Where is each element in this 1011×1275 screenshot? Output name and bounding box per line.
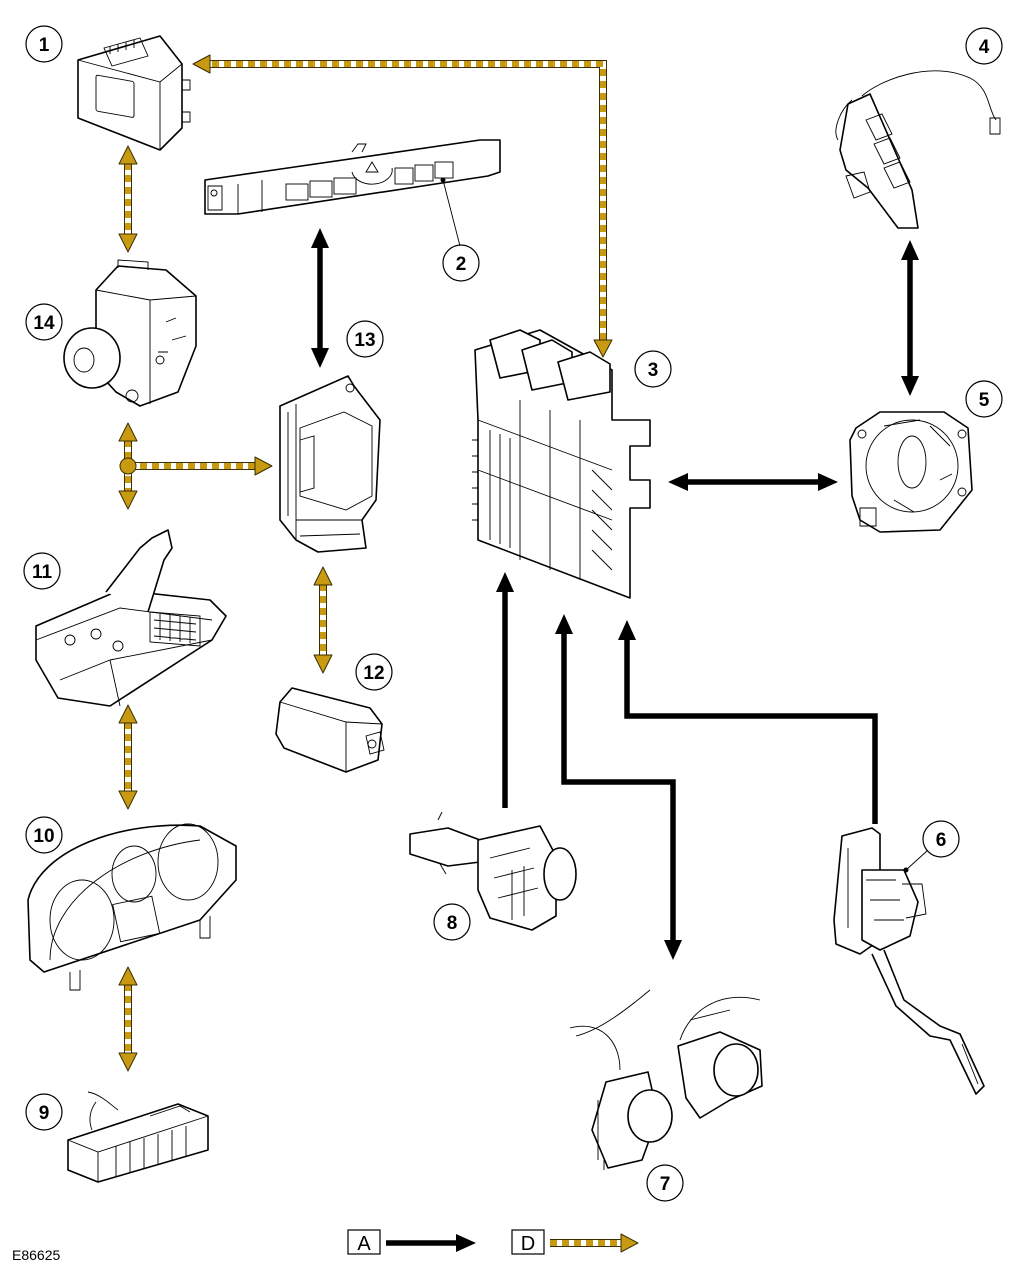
connection-3-5 xyxy=(668,473,838,491)
callout-12: 12 xyxy=(355,653,393,691)
callout-label: 10 xyxy=(33,826,54,847)
connection-4-5 xyxy=(901,240,919,396)
connection-10-9 xyxy=(118,966,138,1072)
component-6-accelerator-pedal[interactable] xyxy=(833,827,985,1095)
legend-key: A xyxy=(357,1233,371,1255)
callout-label: 2 xyxy=(456,254,467,275)
connection-1-14 xyxy=(118,145,138,253)
arrowhead xyxy=(311,348,329,368)
callout-label: 13 xyxy=(354,330,375,351)
component-5-clockspring[interactable] xyxy=(849,411,973,533)
callout-7: 7 xyxy=(646,1164,684,1202)
callout-3: 3 xyxy=(634,350,672,388)
arrowhead xyxy=(664,940,682,960)
callouts: 1 2 3 4 5 6 7 8 9 10 11 12 13 14 xyxy=(23,25,1003,1202)
arrowhead xyxy=(618,620,636,640)
component-1-control-module[interactable] xyxy=(77,35,191,151)
arrowhead xyxy=(254,456,273,476)
arrowhead xyxy=(668,473,688,491)
component-4-steering-switch[interactable] xyxy=(835,70,1001,229)
arrowhead xyxy=(313,654,333,674)
connection-3-to-7 xyxy=(555,614,682,960)
legend-key: D xyxy=(521,1233,535,1255)
connection-3-to-1 xyxy=(192,54,613,358)
component-13-restraints-module[interactable] xyxy=(279,375,381,553)
callout-label: 11 xyxy=(32,562,53,583)
callout-1: 1 xyxy=(25,25,63,63)
connection-2-13 xyxy=(311,228,329,368)
callout-label: 6 xyxy=(936,830,947,851)
callout-label: 12 xyxy=(363,663,384,684)
callout-label: 3 xyxy=(648,360,659,381)
arrowhead xyxy=(620,1233,639,1253)
connection-8-to-3 xyxy=(496,572,514,808)
component-12-sensor-module[interactable] xyxy=(275,687,385,773)
component-14-abs-module[interactable] xyxy=(63,259,197,407)
callout-label: 5 xyxy=(979,390,990,411)
component-9-diagnostic-connector[interactable] xyxy=(67,1091,209,1183)
arrowhead xyxy=(496,572,514,592)
callout-label: 14 xyxy=(33,313,55,334)
arrowhead xyxy=(118,704,138,724)
bus-d-connections xyxy=(118,54,613,1072)
connection-11-10 xyxy=(118,704,138,810)
callout-10: 10 xyxy=(25,816,63,854)
bus-a-connections xyxy=(311,228,919,960)
callout-label: 1 xyxy=(39,35,50,56)
arrowhead xyxy=(192,54,211,74)
figure-id: E86625 xyxy=(12,1247,60,1263)
connection-6-to-3 xyxy=(618,620,878,824)
callout-5: 5 xyxy=(965,380,1003,418)
legend-item-d: D xyxy=(511,1229,639,1255)
arrowhead xyxy=(311,228,329,248)
callout-6: 6 xyxy=(922,820,960,858)
component-7-throttle-bodies[interactable] xyxy=(569,989,763,1170)
callout-14: 14 xyxy=(25,303,63,341)
callout-13: 13 xyxy=(346,320,384,358)
arrowhead xyxy=(118,1052,138,1072)
callout-8: 8 xyxy=(433,903,471,941)
legend: A D xyxy=(347,1229,639,1255)
arrowhead xyxy=(118,790,138,810)
arrowhead xyxy=(313,566,333,586)
callout-9: 9 xyxy=(25,1093,63,1131)
callout-label: 8 xyxy=(447,913,458,934)
component-2-switch-pack[interactable] xyxy=(204,139,501,247)
arrowhead xyxy=(818,473,838,491)
arrowhead xyxy=(118,490,138,510)
junction-dot xyxy=(119,457,137,475)
arrowhead xyxy=(555,614,573,634)
arrowhead xyxy=(456,1234,476,1252)
arrowhead xyxy=(118,145,138,165)
callout-11: 11 xyxy=(23,552,61,590)
legend-item-a: A xyxy=(347,1229,476,1255)
component-3-engine-control-module[interactable] xyxy=(472,329,651,599)
connection-13-12 xyxy=(313,566,333,674)
component-10-instrument-cluster[interactable] xyxy=(27,823,237,991)
callout-label: 9 xyxy=(39,1103,50,1124)
callout-2: 2 xyxy=(442,244,480,282)
arrowhead xyxy=(118,233,138,253)
arrowhead xyxy=(118,422,138,442)
callout-4: 4 xyxy=(965,27,1003,65)
component-11-transmission-module[interactable] xyxy=(35,529,227,707)
callout-label: 7 xyxy=(660,1174,671,1195)
callout-label: 4 xyxy=(979,37,990,58)
component-8-brake-switch[interactable] xyxy=(409,811,577,931)
connection-14-11-13 xyxy=(118,422,273,510)
arrowhead xyxy=(593,339,613,358)
arrowhead xyxy=(118,966,138,986)
arrowhead xyxy=(901,376,919,396)
arrowhead xyxy=(901,240,919,260)
